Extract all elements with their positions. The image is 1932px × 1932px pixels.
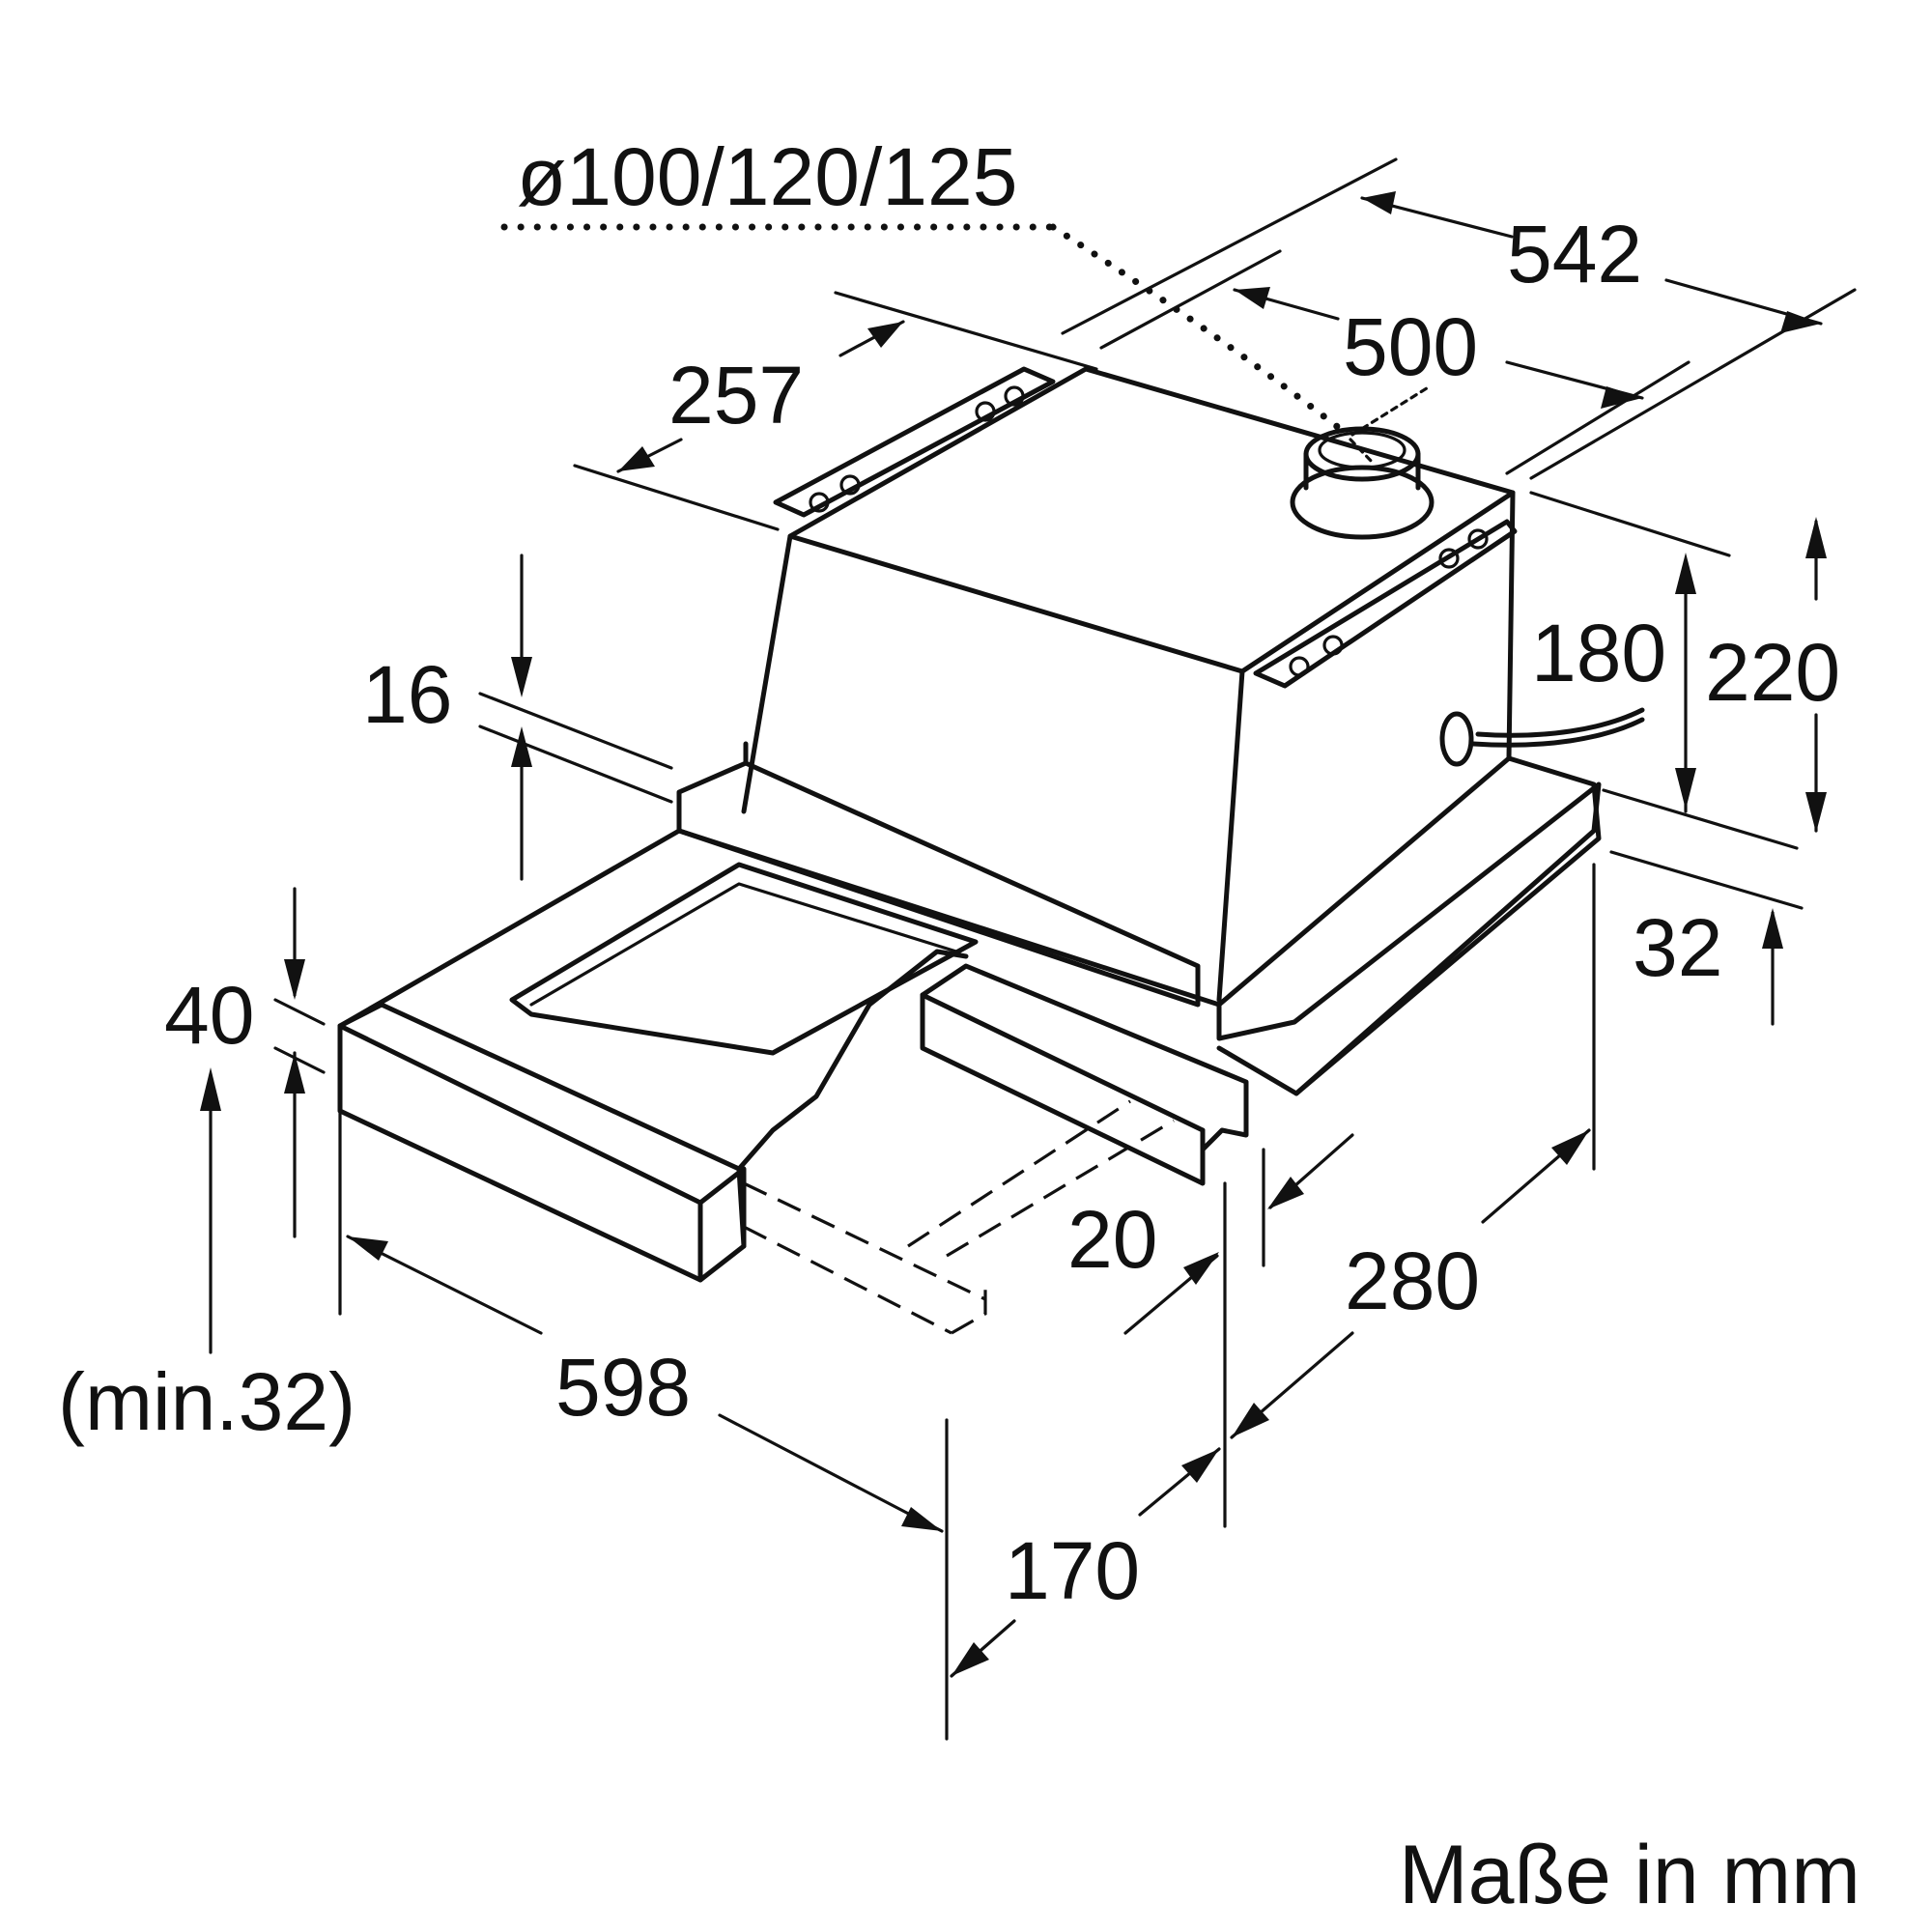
dim-598: [338, 1109, 949, 1741]
units-note: Maße in mm: [1399, 1829, 1861, 1921]
label-depth-257: 257: [668, 350, 804, 440]
label-lip-16: 16: [362, 649, 452, 740]
dim-542: [1061, 157, 1857, 480]
label-extension-170: 170: [1005, 1525, 1140, 1616]
dim-height-220: [1805, 517, 1827, 833]
extended-slider-dashed: [743, 1099, 1175, 1335]
dim-height-180: [1529, 491, 1799, 850]
mounting-bracket-left: [773, 366, 1056, 518]
dim-duct-diameter: [500, 223, 1432, 439]
hood-lower-frame: [337, 741, 1602, 1283]
dim-500: [1099, 249, 1690, 475]
dim-16: [478, 554, 673, 881]
dim-280: [1230, 863, 1596, 1439]
label-height-180: 180: [1531, 608, 1666, 698]
dim-257: [573, 291, 1098, 531]
label-panel-40: 40: [164, 970, 254, 1061]
dim-32-right: [1609, 850, 1804, 1026]
exhaust-collar: [1290, 426, 1435, 540]
label-width-598: 598: [555, 1342, 691, 1433]
dim-min-32: [200, 1067, 221, 1354]
mounting-bracket-right: [1253, 519, 1518, 689]
label-depth-280: 280: [1345, 1236, 1480, 1326]
label-width-542: 542: [1507, 209, 1642, 299]
label-offset-20: 20: [1067, 1194, 1157, 1285]
dim-40: [273, 887, 326, 1238]
label-base-32: 32: [1633, 902, 1722, 993]
label-width-500: 500: [1343, 301, 1478, 392]
label-height-220: 220: [1705, 627, 1840, 718]
dim-20: [1123, 1133, 1354, 1528]
label-duct-diameter: ø100/120/125: [517, 131, 1017, 222]
label-min-clearance: (min.32): [58, 1356, 355, 1447]
power-cable: [1439, 707, 1645, 767]
dim-170: [950, 1447, 1221, 1678]
